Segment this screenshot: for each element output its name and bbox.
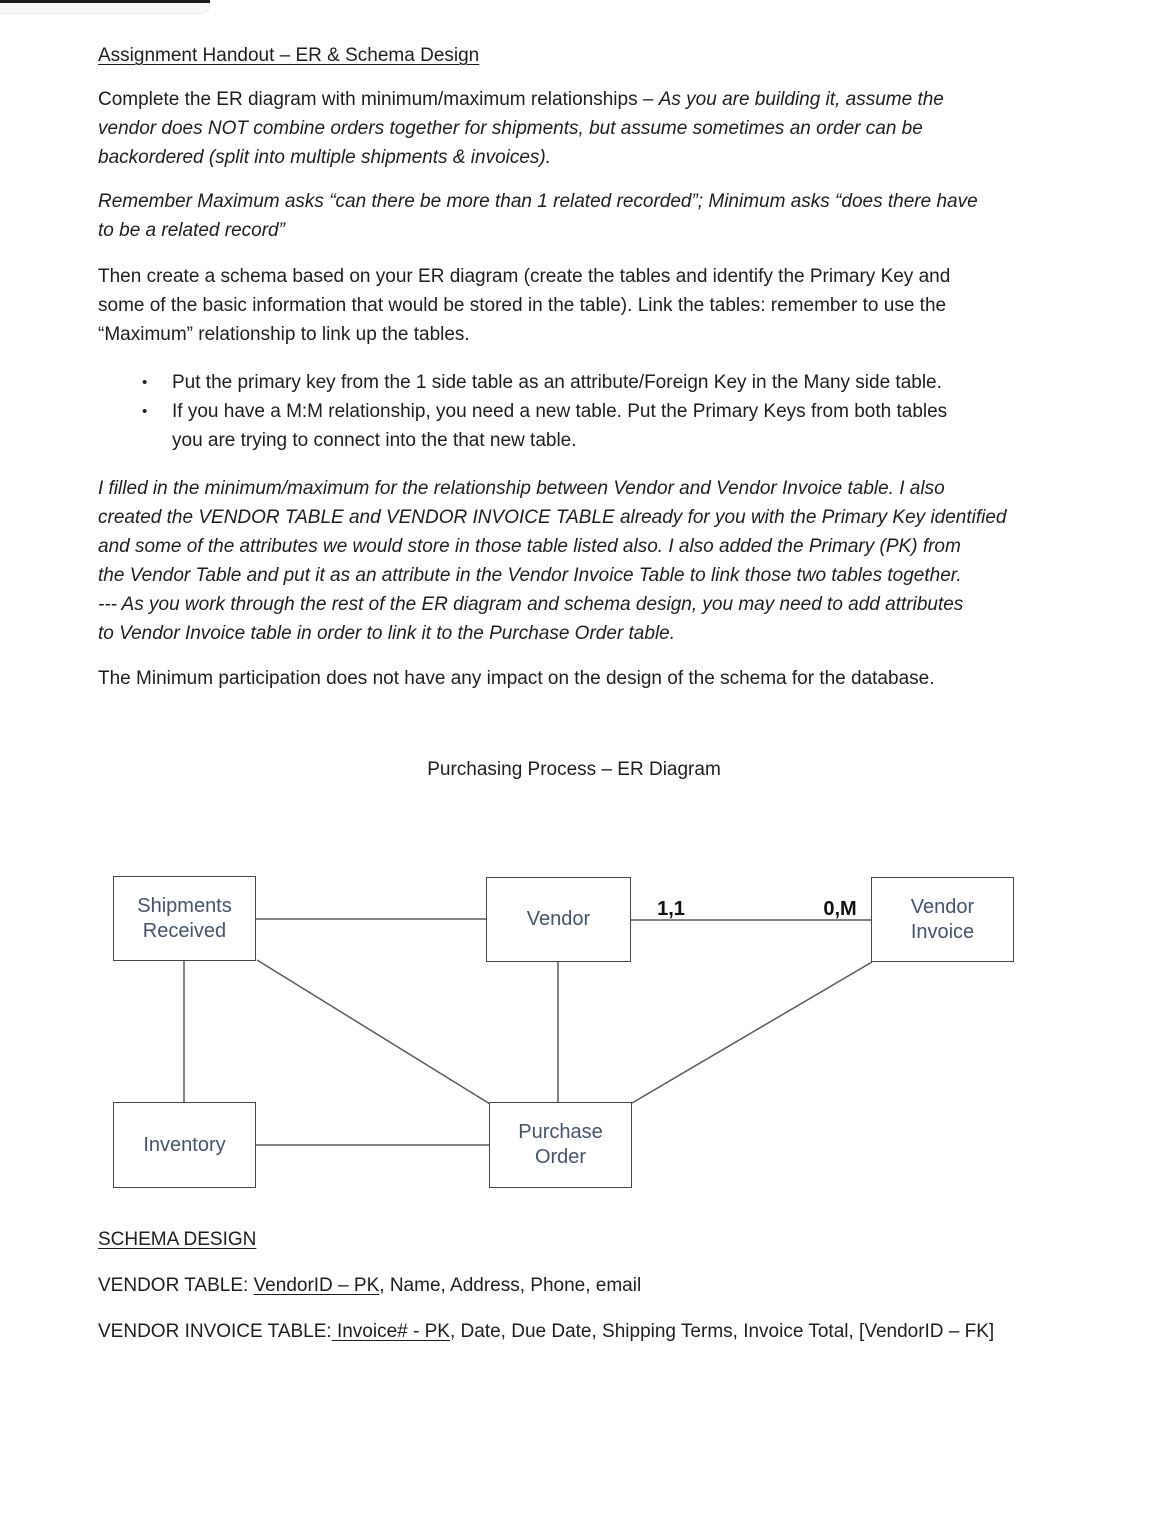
paragraph-instructions: Then create a schema based on your ER di… xyxy=(98,262,1050,349)
connector-invoice-purchase-order xyxy=(631,961,873,1104)
bullet-list: • Put the primary key from the 1 side tab… xyxy=(98,368,1050,455)
list-item: • If you have a M:M relationship, you nee… xyxy=(98,397,1050,426)
text-line: some of the basic information that would… xyxy=(98,295,947,316)
text-line: Remember Maximum asks “can there be more… xyxy=(98,191,978,212)
text-line: to Vendor Invoice table in order to link… xyxy=(98,623,676,644)
text-segment: you are trying to connect into the that … xyxy=(172,430,577,451)
text-segment: If you have a M:M relationship, you need… xyxy=(172,401,948,422)
entity-purchase-order: Purchase Order xyxy=(489,1102,632,1188)
paragraph-note: I filled in the minimum/maximum for the … xyxy=(98,474,1050,648)
text-line: I filled in the minimum/maximum for the … xyxy=(98,478,945,499)
paragraph-intro: Complete the ER diagram with minimum/max… xyxy=(98,85,1050,172)
text-segment: VENDOR TABLE: xyxy=(98,1275,254,1296)
text-line: --- As you work through the rest of the … xyxy=(98,594,964,615)
cardinality-label-invoice-side: 0,M xyxy=(823,898,857,920)
diagram-title: Purchasing Process – ER Diagram xyxy=(427,759,721,780)
paragraph-reminder: Remember Maximum asks “can there be more… xyxy=(98,187,1050,245)
cardinality-label-vendor-side: 1,1 xyxy=(657,898,685,920)
entity-vendor-invoice: Vendor Invoice xyxy=(871,877,1014,962)
text-segment: Put the primary key from the 1 side tabl… xyxy=(172,372,942,393)
list-item: • Put the primary key from the 1 side tab… xyxy=(98,368,1050,397)
text-line: vendor does NOT combine orders together … xyxy=(98,118,923,139)
text-line: Complete the ER diagram with minimum/max… xyxy=(98,85,1050,114)
entity-shipments-received: Shipments Received xyxy=(113,876,256,961)
bullet-icon: • xyxy=(142,403,148,420)
window-corner-tab xyxy=(0,3,210,14)
er-connectors xyxy=(183,918,873,1146)
window-edge-strip xyxy=(0,0,210,3)
primary-key-segment: VendorID – PK xyxy=(253,1275,380,1296)
text-line: created the VENDOR TABLE and VENDOR INVO… xyxy=(98,507,1007,528)
text-segment: Complete the ER diagram with minimum/max… xyxy=(98,89,659,110)
connector-shipments-purchase-order xyxy=(256,959,491,1105)
text-line: to be a related record” xyxy=(98,220,285,241)
text-segment: , Date, Due Date, Shipping Terms, Invoic… xyxy=(449,1321,995,1342)
schema-design-heading: SCHEMA DESIGN xyxy=(98,1229,257,1250)
text-line: backordered (split into multiple shipmen… xyxy=(98,147,552,168)
page-title: Assignment Handout – ER & Schema Design xyxy=(98,45,480,66)
text-line: “Maximum” relationship to link up the ta… xyxy=(98,324,470,345)
schema-vendor-table-line: VENDOR TABLE: VendorID – PK, Name, Addre… xyxy=(98,1271,1050,1300)
text-segment: VENDOR INVOICE TABLE: xyxy=(98,1321,332,1342)
er-diagram: Shipments Received Vendor Vendor Invoice… xyxy=(0,850,1169,1215)
list-item-continuation: you are trying to connect into the that … xyxy=(98,426,1050,455)
text-line: and some of the attributes we would stor… xyxy=(98,536,961,557)
primary-key-segment: Invoice# - PK xyxy=(331,1321,450,1342)
text-line: the Vendor Table and put it as an attrib… xyxy=(98,565,962,586)
text-line: Then create a schema based on your ER di… xyxy=(98,266,951,287)
schema-vendor-invoice-table-line: VENDOR INVOICE TABLE: Invoice# - PK, Dat… xyxy=(98,1317,1050,1346)
text-segment: As you are building it, assume the xyxy=(658,89,944,110)
text-segment: , Name, Address, Phone, email xyxy=(379,1275,642,1296)
entity-inventory: Inventory xyxy=(113,1102,256,1188)
entity-vendor: Vendor xyxy=(486,877,631,962)
paragraph-minimum-note: The Minimum participation does not have … xyxy=(98,668,935,689)
bullet-icon: • xyxy=(142,374,148,391)
